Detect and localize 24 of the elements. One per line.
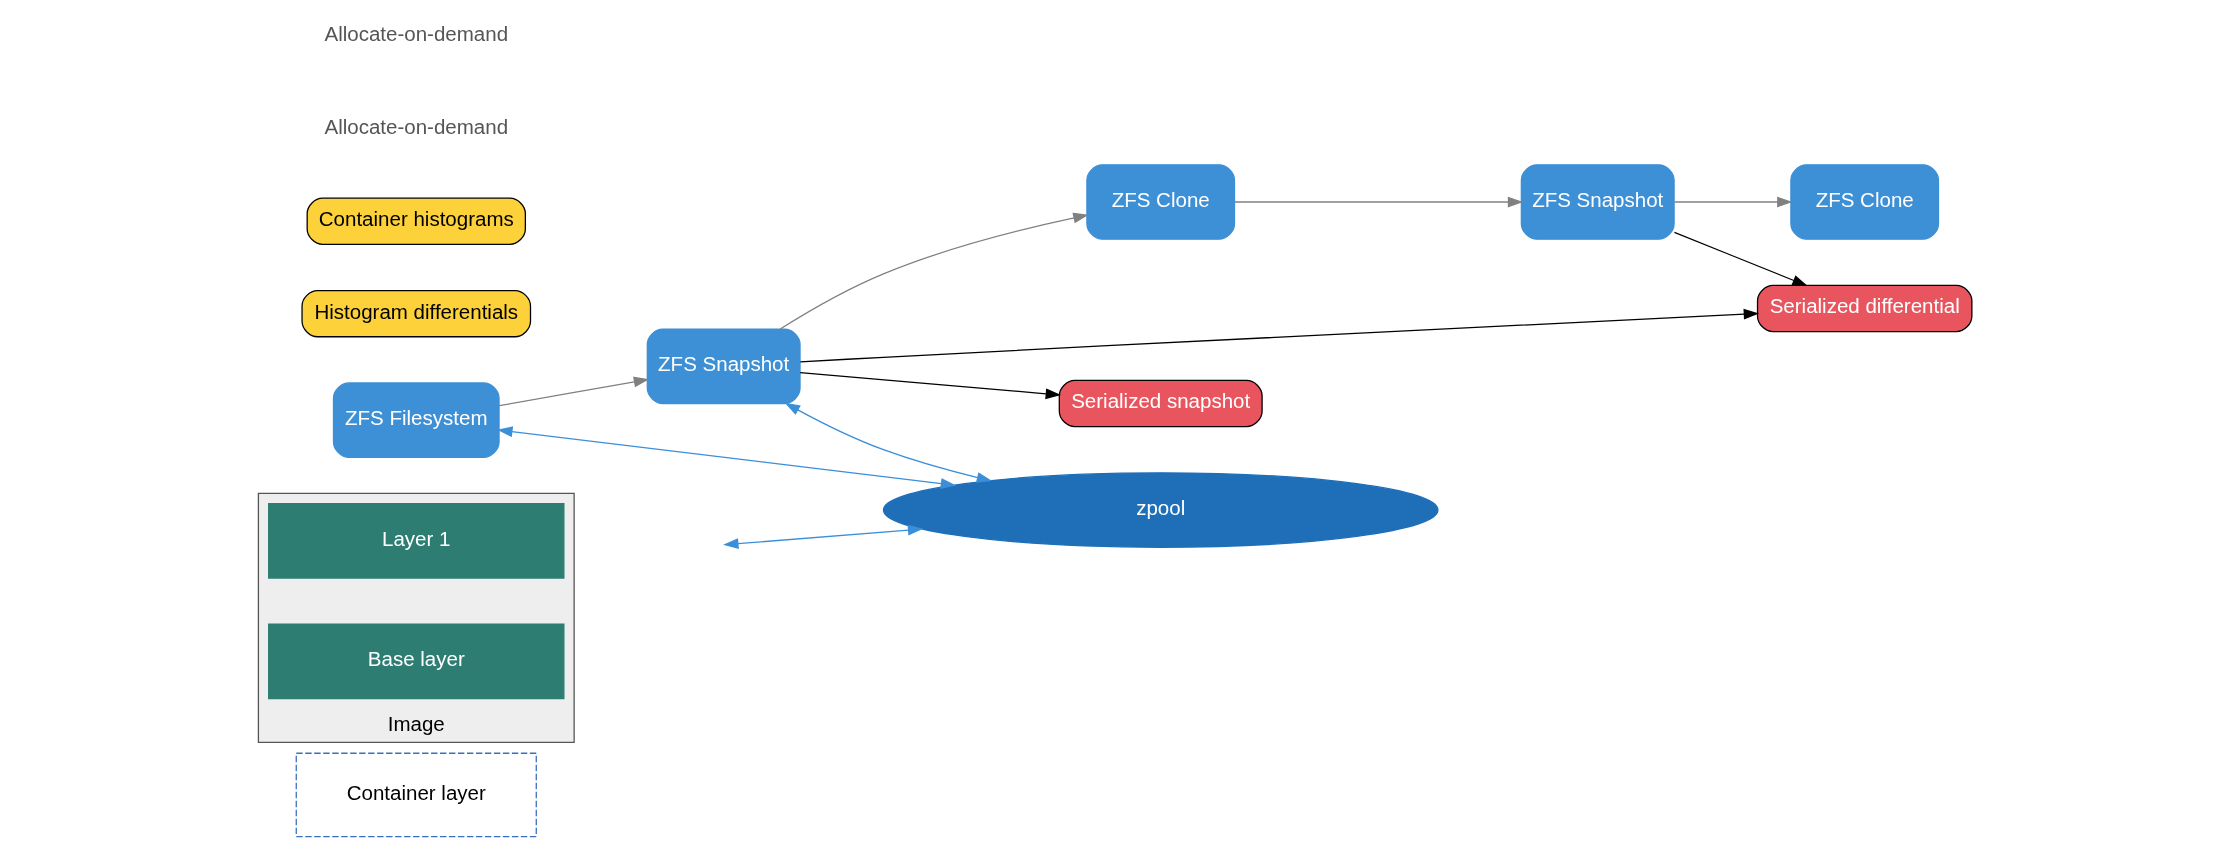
- node-box: Layer 1: [267, 502, 564, 579]
- arrow: [722, 524, 923, 549]
- arrow: [1233, 196, 1523, 208]
- node-box: ZFS Clone: [1085, 164, 1235, 240]
- node-box: ZFS Snapshot: [646, 328, 801, 405]
- node-box: ZFS Filesystem: [332, 382, 500, 459]
- node-box: Serialized differential: [1756, 284, 1972, 333]
- arrow: [1673, 231, 1808, 287]
- node-box: Base layer: [267, 623, 564, 700]
- arrow: [779, 212, 1089, 330]
- node-box: ZFS Snapshot: [1520, 164, 1675, 240]
- node-box: Histogram differentials: [300, 289, 531, 338]
- arrow: [799, 372, 1061, 400]
- arrow: [784, 402, 992, 483]
- arrow: [498, 376, 649, 407]
- arrow: [496, 426, 956, 489]
- label: Allocate-on-demand: [323, 114, 508, 138]
- label: Allocate-on-demand: [323, 22, 508, 46]
- node-box: ZFS Clone: [1789, 164, 1939, 240]
- node-box: Container layer: [295, 752, 537, 838]
- node-box: Container histograms: [306, 197, 526, 245]
- node-box: Serialized snapshot: [1058, 379, 1263, 428]
- arrow: [799, 308, 1759, 363]
- arrow: [1673, 196, 1793, 208]
